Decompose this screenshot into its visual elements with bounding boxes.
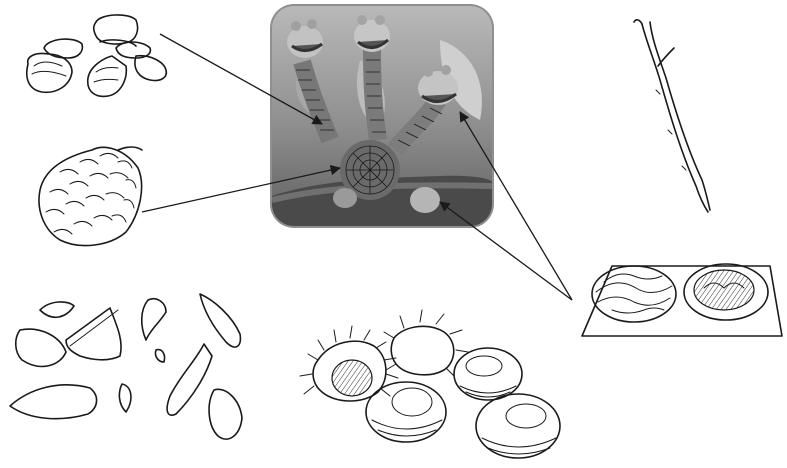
twig-icon: [634, 20, 710, 212]
dragon-photo: [270, 4, 494, 228]
walnut-icon: [582, 264, 782, 336]
acorn-icon: [27, 15, 167, 96]
hop-cone-icon: [39, 147, 142, 246]
chestnut-icon: [300, 310, 560, 458]
leaves-icon: [10, 294, 242, 439]
